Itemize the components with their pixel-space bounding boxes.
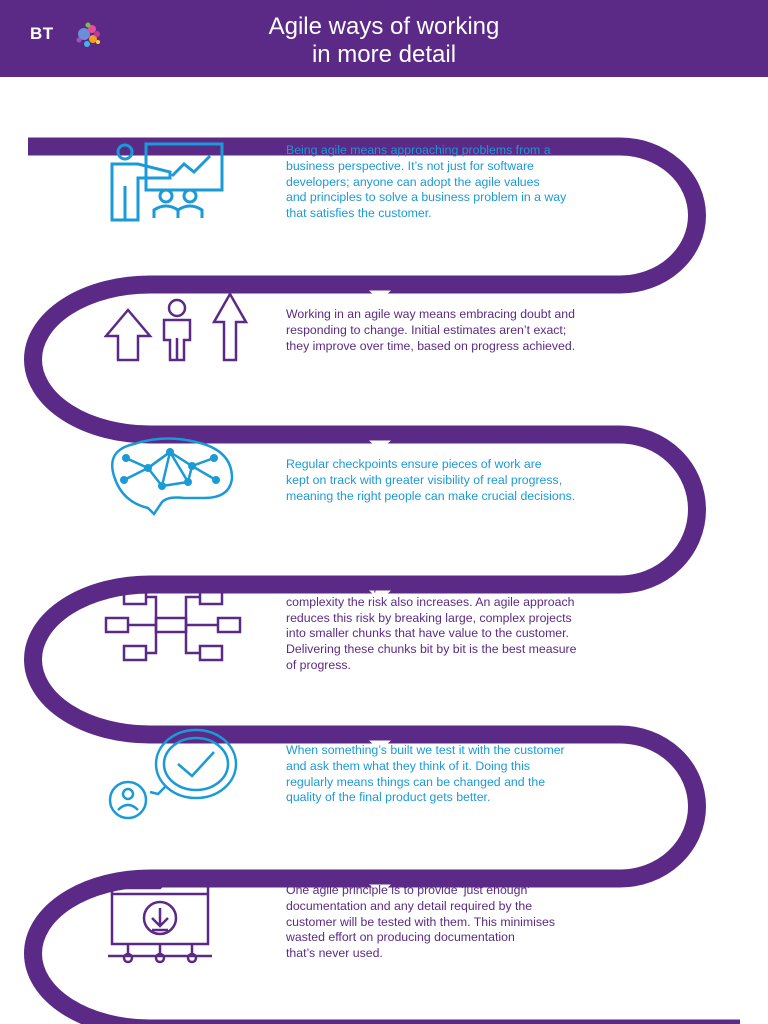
page-title-line-2: in more detail bbox=[311, 41, 457, 68]
text-line: As soon as any piece of work increases i… bbox=[286, 579, 555, 593]
text-line: developers; anyone can adopt the agile v… bbox=[286, 174, 540, 189]
text-line: and principles to solve a business probl… bbox=[286, 190, 567, 205]
pointer-triangle bbox=[369, 884, 391, 895]
bt-logo: BT bbox=[30, 16, 130, 56]
pointer-triangle bbox=[369, 590, 391, 601]
text-line: Delivering these chunks bit by bit is th… bbox=[286, 642, 577, 657]
text-line: documentation and any detail required by… bbox=[286, 898, 533, 913]
text-line: responding to change. Initial estimates … bbox=[286, 322, 567, 337]
text-line: kept on track with greater visibility of… bbox=[286, 472, 563, 487]
breakdown-chart-icon bbox=[104, 588, 242, 662]
pointer-triangle bbox=[369, 440, 391, 451]
logo-text: BT bbox=[30, 24, 54, 43]
document-download-icon bbox=[108, 880, 212, 964]
text-line: customer will be tested with them. This … bbox=[286, 914, 556, 929]
globe-icon bbox=[76, 22, 100, 47]
text-line: that satisfies the customer. bbox=[286, 206, 432, 221]
text-line: quality of the final product gets better… bbox=[286, 790, 491, 805]
pointer-triangle bbox=[369, 290, 391, 301]
section-1-text: Being agile means approaching problems f… bbox=[286, 143, 686, 222]
text-line: of progress. bbox=[286, 657, 351, 672]
text-line: they improve over time, based on progres… bbox=[286, 338, 576, 353]
section-2-text: Working in an agile way means embracing … bbox=[286, 307, 686, 354]
text-line: into smaller chunks that have value to t… bbox=[286, 626, 569, 641]
section-4-text: As soon as any piece of work increases i… bbox=[286, 579, 686, 674]
section-5-text: When something’s built we test it with t… bbox=[286, 743, 686, 806]
text-line: Regular checkpoints ensure pieces of wor… bbox=[286, 457, 542, 471]
header-banner: BT Agile ways of working in more detail bbox=[0, 0, 768, 77]
section-3-text: Regular checkpoints ensure pieces of wor… bbox=[286, 457, 686, 504]
presentation-icon bbox=[110, 142, 224, 222]
text-line: regularly means things can be changed an… bbox=[286, 774, 546, 789]
pointer-triangle bbox=[369, 740, 391, 751]
text-line: Being agile means approaching problems f… bbox=[286, 143, 551, 157]
text-line: When something’s built we test it with t… bbox=[286, 743, 565, 757]
brain-network-icon bbox=[111, 437, 234, 516]
text-line: complexity the risk also increases. An a… bbox=[286, 594, 575, 609]
text-line: meaning the right people can make crucia… bbox=[286, 488, 576, 503]
zigzag-path bbox=[24, 137, 740, 1024]
growth-arrows-icon bbox=[104, 291, 249, 362]
text-line: and ask them what they think of it. Doin… bbox=[286, 758, 531, 773]
text-line: reduces this risk by breaking large, com… bbox=[286, 610, 572, 625]
page-title-line-1: Agile ways of working bbox=[268, 13, 500, 40]
customer-feedback-icon bbox=[108, 728, 238, 820]
text-line: Working in an agile way means embracing … bbox=[286, 307, 575, 321]
text-line: One agile principle is to provide ‘just … bbox=[286, 883, 531, 897]
text-line: wasted effort on producing documentation bbox=[286, 930, 515, 945]
text-line: business perspective. It’s not just for … bbox=[286, 158, 534, 173]
section-6-text: One agile principle is to provide ‘just … bbox=[286, 883, 686, 962]
text-line: that’s never used. bbox=[286, 946, 383, 961]
